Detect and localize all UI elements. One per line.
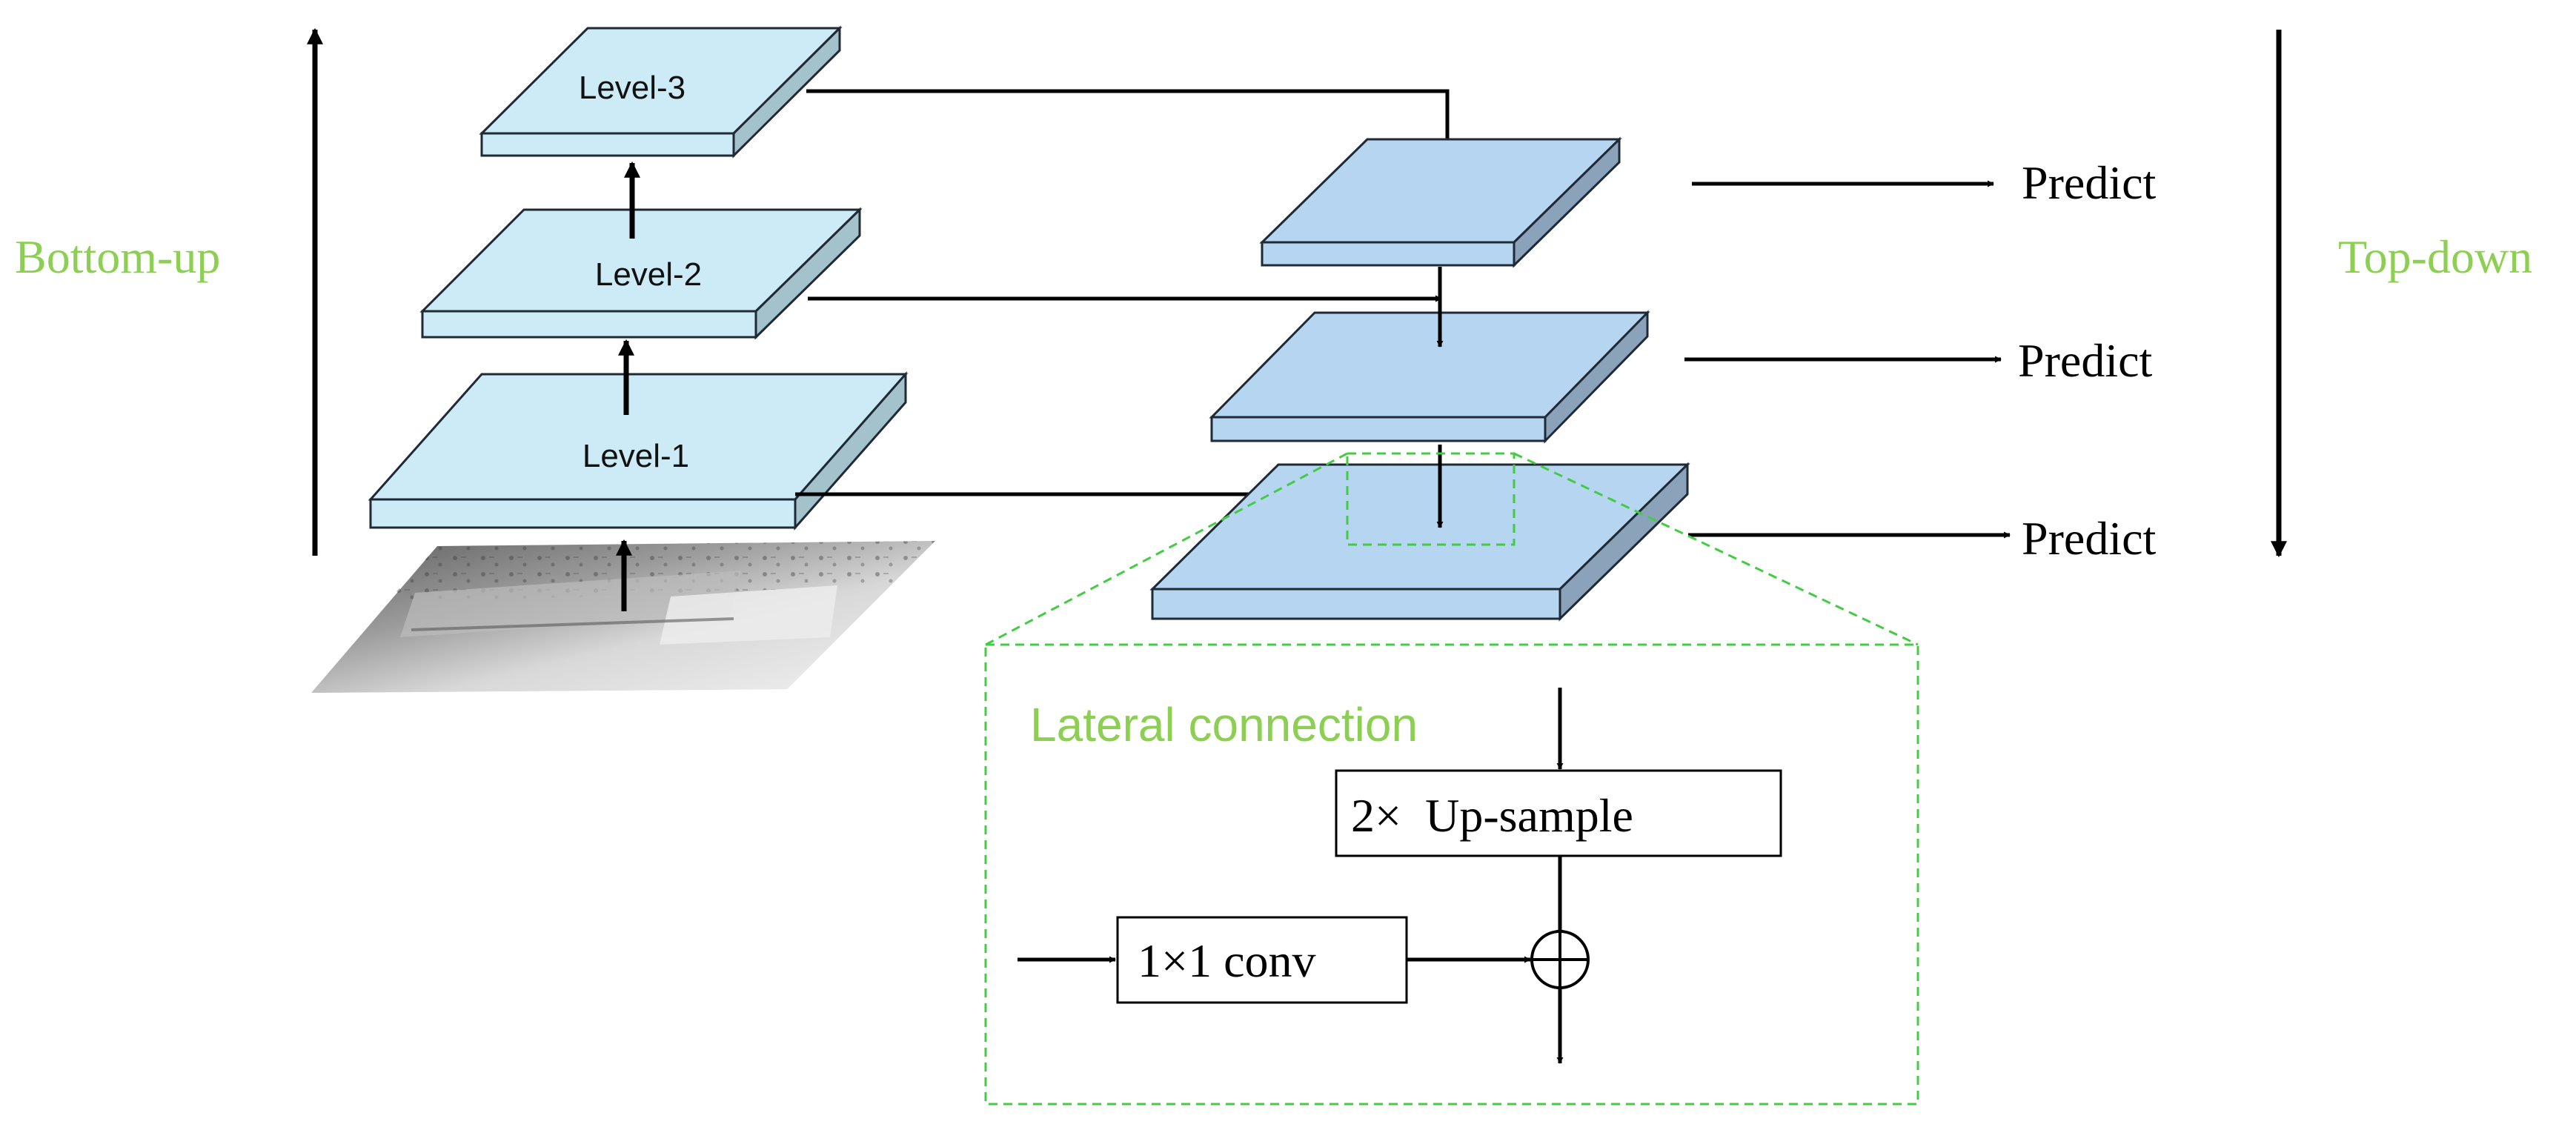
top-down-slab-1 bbox=[1259, 136, 1622, 268]
level-2-label: Level-2 bbox=[595, 256, 702, 293]
conv-box bbox=[1116, 916, 1408, 1004]
top-down-label: Top-down bbox=[2338, 230, 2532, 283]
level-2-slab bbox=[419, 207, 863, 340]
predict-label-mid: Predict bbox=[2018, 334, 2153, 387]
lateral-connection-title: Lateral connection bbox=[1030, 698, 1418, 751]
predict-label-top: Predict bbox=[2022, 156, 2157, 209]
level-3-label: Level-3 bbox=[579, 70, 686, 106]
top-down-slab-2 bbox=[1209, 310, 1650, 444]
conv-label: 1×1 conv bbox=[1138, 934, 1316, 987]
predict-label-bottom: Predict bbox=[2022, 512, 2157, 565]
level-1-slab bbox=[368, 371, 909, 531]
level-1-label: Level-1 bbox=[582, 438, 689, 474]
top-down-slab-3 bbox=[1149, 462, 1690, 622]
upsample-label: 2× Up-sample bbox=[1351, 789, 1633, 842]
lateral-internal-arrows bbox=[1018, 688, 1564, 1064]
bottom-up-step-arrows bbox=[616, 161, 640, 611]
level-3-slab bbox=[479, 25, 843, 159]
input-image bbox=[311, 541, 935, 693]
elementwise-add-icon bbox=[1530, 930, 1590, 989]
predict-arrows bbox=[1684, 180, 2011, 539]
zoom-region bbox=[984, 452, 1919, 1106]
upsample-box bbox=[1335, 769, 1782, 857]
bottom-up-label: Bottom-up bbox=[15, 230, 220, 283]
